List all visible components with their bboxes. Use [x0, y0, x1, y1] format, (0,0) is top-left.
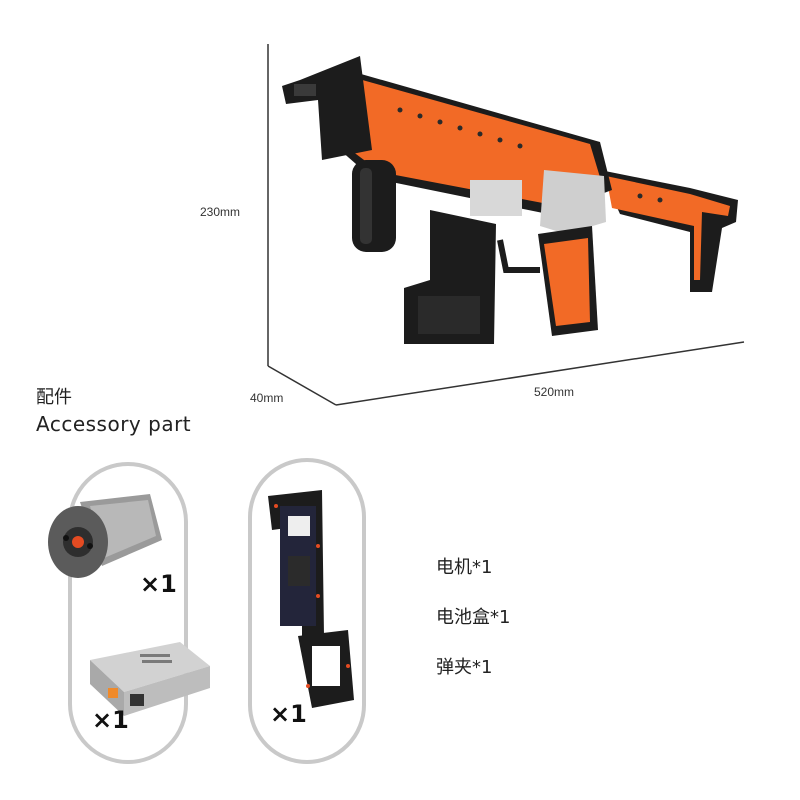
- accessory-heading: 配件 Accessory part: [36, 386, 191, 438]
- magazine-image: [268, 490, 354, 708]
- depth-line: [267, 365, 337, 406]
- list-item-motor: 电机*1: [436, 557, 493, 578]
- length-label: 520mm: [534, 385, 575, 399]
- pill-motor-battery: [68, 462, 188, 764]
- height-label: 230mm: [200, 205, 241, 219]
- magazine-qty: ×1: [270, 700, 307, 728]
- list-item-magazine: 弹夹*1: [436, 657, 493, 678]
- battery-box-qty: ×1: [92, 706, 129, 734]
- accessory-title-cn: 配件: [36, 387, 72, 408]
- depth-label: 40mm: [250, 391, 284, 405]
- pill-magazine: [248, 458, 366, 764]
- battery-box-image: [90, 642, 210, 716]
- list-item-battery-box: 电池盒*1: [436, 607, 511, 628]
- accessory-title-en: Accessory part: [36, 412, 192, 436]
- motor-image: [48, 494, 162, 578]
- length-line: [335, 341, 745, 406]
- motor-qty: ×1: [140, 570, 177, 598]
